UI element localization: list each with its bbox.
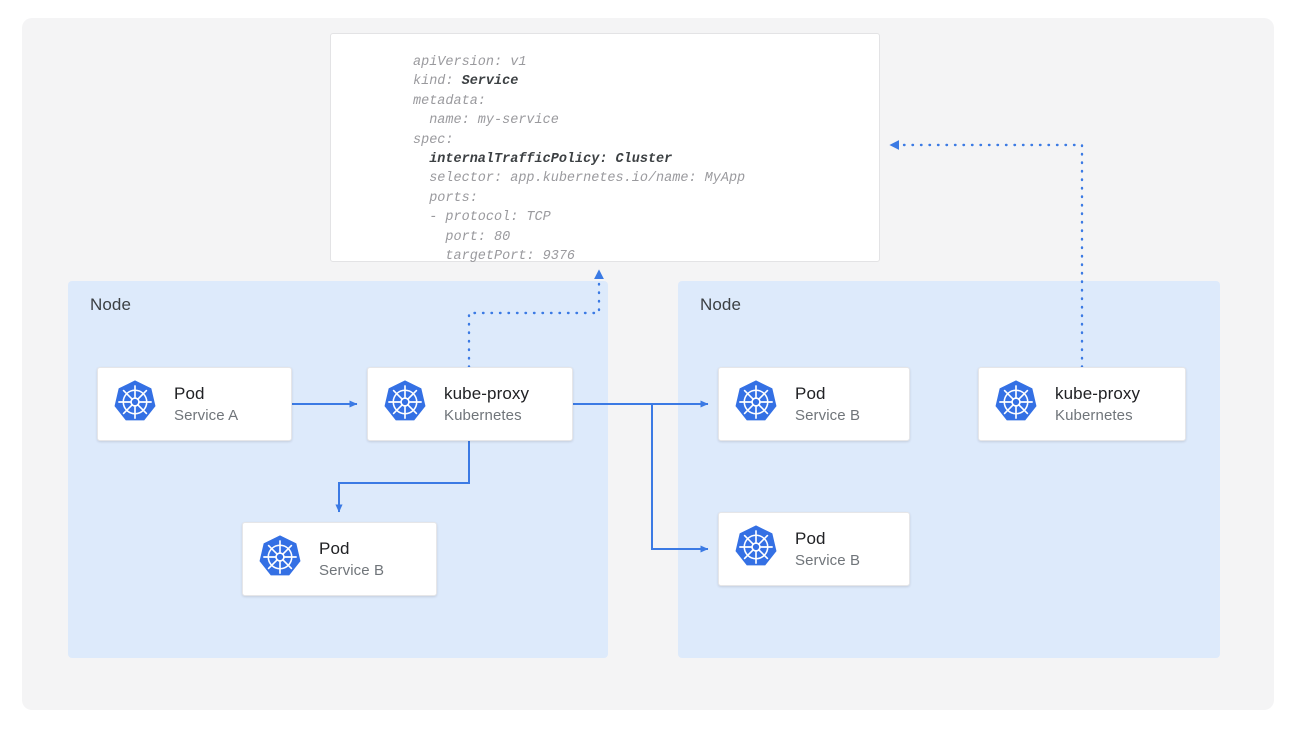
box-title: Pod	[319, 538, 350, 558]
box-subtitle: Service A	[174, 406, 239, 424]
kubernetes-icon	[733, 524, 779, 575]
box-subtitle: Kubernetes	[1055, 406, 1133, 424]
box-subtitle: Service B	[795, 551, 861, 569]
kubernetes-icon	[257, 534, 303, 585]
kubernetes-icon	[733, 379, 779, 430]
service-manifest-code: apiVersion: v1 kind: Service metadata: n…	[413, 55, 746, 265]
node-label-left: Node	[90, 295, 132, 314]
kubernetes-icon	[993, 379, 1039, 430]
kubernetes-icon	[382, 379, 428, 430]
box-kube-proxy-left[interactable]: kube-proxy Kubernetes	[367, 367, 573, 441]
kubernetes-icon	[112, 379, 158, 430]
node-label-right: Node	[700, 295, 742, 314]
box-title: Pod	[795, 383, 826, 403]
service-manifest-card: apiVersion: v1 kind: Service metadata: n…	[330, 33, 880, 264]
box-pod-service-a[interactable]: Pod Service A	[97, 367, 292, 441]
box-pod-service-b-left[interactable]: Pod Service B	[242, 522, 437, 596]
box-pod-service-b-right-bottom[interactable]: Pod Service B	[718, 512, 910, 586]
box-subtitle: Service B	[795, 406, 861, 424]
box-title: kube-proxy	[1055, 383, 1141, 403]
box-title: kube-proxy	[444, 383, 530, 403]
box-title: Pod	[795, 528, 826, 548]
box-title: Pod	[174, 383, 205, 403]
box-subtitle: Service B	[319, 561, 385, 579]
box-kube-proxy-right[interactable]: kube-proxy Kubernetes	[978, 367, 1186, 441]
box-pod-service-b-right-top[interactable]: Pod Service B	[718, 367, 910, 441]
node-panel-left: Node	[68, 281, 608, 658]
node-panel-right: Node	[678, 281, 1220, 658]
box-subtitle: Kubernetes	[444, 406, 522, 424]
